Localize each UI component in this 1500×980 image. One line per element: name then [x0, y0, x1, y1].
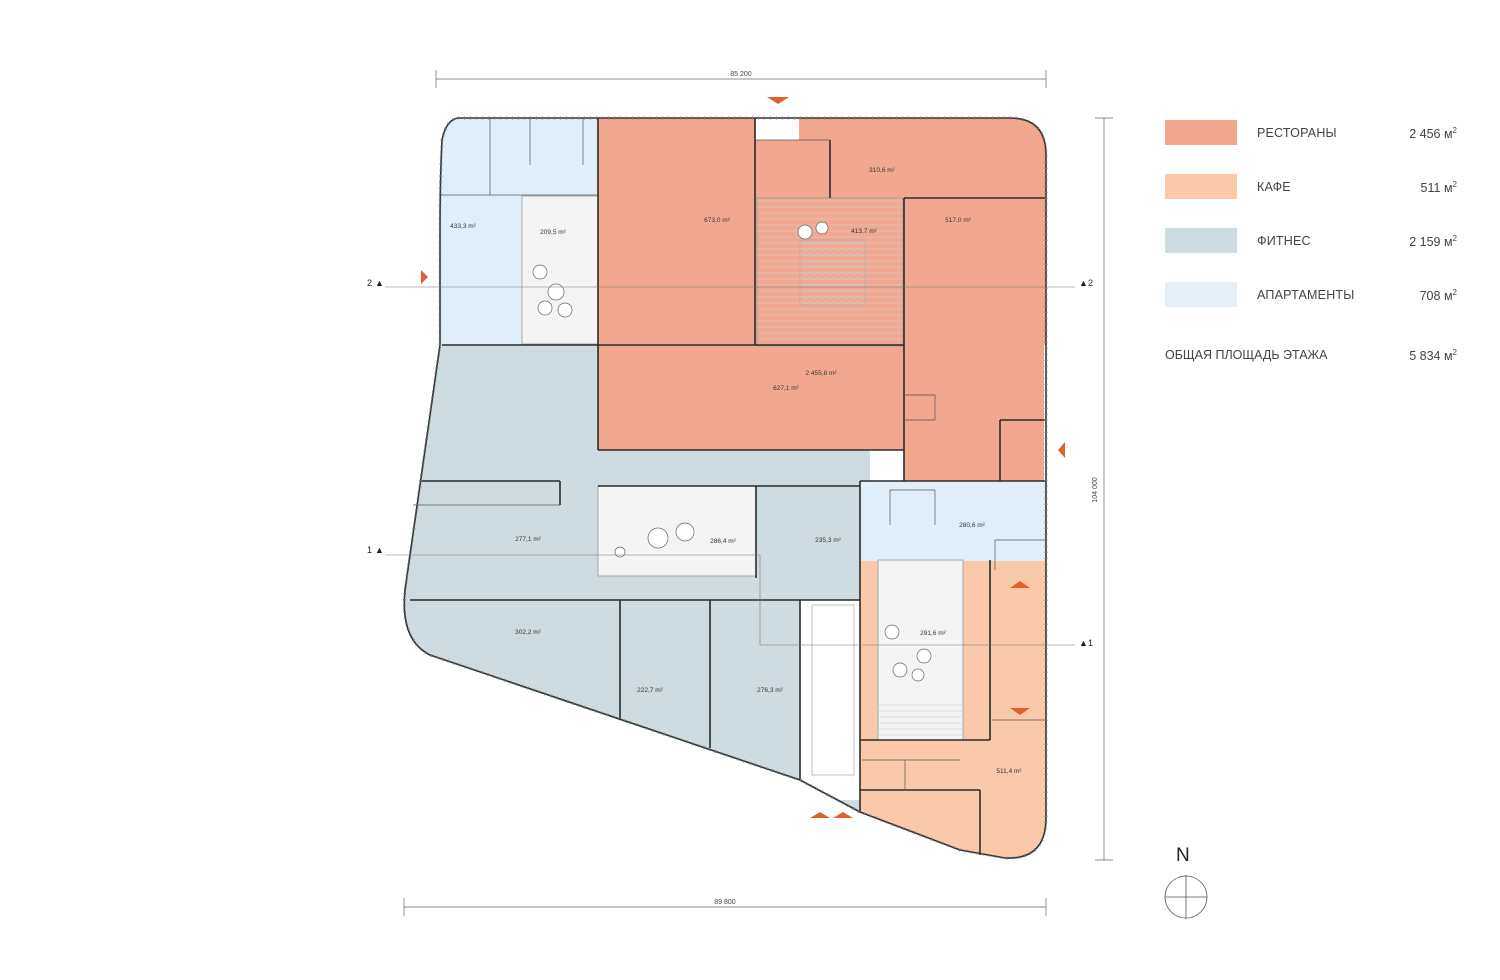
- area-label: 413,7 m²: [851, 228, 877, 235]
- area-label: 277,1 m²: [515, 536, 541, 543]
- entrance-arrow-icon: [833, 812, 853, 818]
- area-label: 222,7 m²: [637, 687, 663, 694]
- partitions: [413, 118, 1046, 790]
- tree-icon: [815, 221, 829, 235]
- area-label: 276,3 m²: [757, 687, 783, 694]
- dim-top: 85 200: [730, 71, 752, 78]
- pool: [799, 239, 866, 306]
- area-label: 280,6 m²: [959, 522, 985, 529]
- section-1-right-marker: ▲: [1079, 638, 1088, 648]
- entrance-gap: [755, 118, 799, 140]
- legend-item-apartments: АПАРТАМЕНТЫ 708 м2: [1165, 280, 1465, 334]
- entrance-arrows: [421, 97, 1065, 818]
- tree-icon: [537, 300, 553, 316]
- courtyards: [521, 195, 964, 776]
- walls: [410, 118, 1046, 855]
- legend-value: 2 456 м2: [1409, 126, 1457, 142]
- legend-value: 708 м2: [1419, 288, 1457, 304]
- trees: [532, 221, 932, 682]
- area-label: 209,5 m²: [540, 229, 566, 236]
- tree-icon: [647, 527, 669, 549]
- legend-swatch: [1165, 174, 1237, 199]
- area-label: 673,0 m²: [704, 217, 730, 224]
- entrance-arrow-icon: [767, 97, 789, 104]
- section-2-left-marker: ▲: [375, 278, 384, 288]
- section-lines: [385, 286, 1075, 646]
- area-label: 291,6 m²: [920, 630, 946, 637]
- entrance-arrow-icon: [1058, 442, 1065, 458]
- zone-apartments-east: [860, 481, 1046, 561]
- tree-icon: [675, 522, 695, 542]
- zone-restaurant-east: [904, 345, 1044, 481]
- legend-label: КАФЕ: [1257, 180, 1291, 194]
- dim-right: 104 000: [1092, 477, 1099, 502]
- legend-item-cafe: КАФЕ 511 м2: [1165, 172, 1465, 226]
- area-label: 235,3 m²: [815, 537, 841, 544]
- tree-icon: [614, 546, 626, 558]
- section-1-left-marker: ▲: [375, 545, 384, 555]
- tree-icon: [892, 662, 908, 678]
- legend-value: 2 159 м2: [1409, 234, 1457, 250]
- legend-label: РЕСТОРАНЫ: [1257, 126, 1337, 140]
- tree-icon: [557, 302, 573, 318]
- legend-label: ФИТНЕС: [1257, 234, 1311, 248]
- section-2-left: 2: [367, 278, 372, 288]
- courtyard-291-deck: [878, 700, 963, 740]
- legend-swatch: [1165, 282, 1237, 307]
- legend-item-restaurants: РЕСТОРАНЫ 2 456 м2: [1165, 118, 1465, 172]
- section-1-left: 1: [367, 545, 372, 555]
- area-label: 627,1 m²: [773, 385, 799, 392]
- legend: РЕСТОРАНЫ 2 456 м2 КАФЕ 511 м2 ФИТНЕС 2 …: [1165, 118, 1465, 363]
- area-label: 433,3 m²: [450, 223, 476, 230]
- tree-icon: [532, 264, 548, 280]
- tree-icon: [797, 224, 813, 240]
- zone-restaurant-central: [598, 345, 904, 450]
- area-label: 286,4 m²: [710, 538, 736, 545]
- area-label: 310,6 m²: [869, 167, 895, 174]
- legend-total: ОБЩАЯ ПЛОЩАДЬ ЭТАЖА 5 834 м2: [1165, 348, 1465, 368]
- entrance-arrow-icon: [810, 812, 830, 818]
- legend-label: АПАРТАМЕНТЫ: [1257, 288, 1355, 302]
- section-2-right: 2: [1088, 278, 1093, 288]
- area-label: 2 455,8 m²: [805, 370, 837, 377]
- legend-value: 511 м2: [1420, 180, 1457, 196]
- compass-icon: [1164, 875, 1208, 919]
- area-label: 302,2 m²: [515, 629, 541, 636]
- entrance-arrow-icon: [421, 270, 428, 284]
- north-label: N: [1176, 845, 1190, 866]
- north-arrow: N: [1160, 845, 1210, 920]
- total-value: 5 834 м2: [1409, 348, 1457, 364]
- facade-mullions: [402, 116, 1048, 860]
- tree-icon: [911, 668, 925, 682]
- passage-inner: [811, 604, 855, 776]
- entrance-arrow-icon: [1010, 708, 1030, 715]
- section-2-right-marker: ▲: [1079, 278, 1088, 288]
- entrance-arrow-icon: [1010, 581, 1030, 588]
- section-1-right: 1: [1088, 638, 1093, 648]
- legend-item-fitness: ФИТНЕС 2 159 м2: [1165, 226, 1465, 280]
- area-label: 517,0 m²: [945, 217, 971, 224]
- legend-swatch: [1165, 228, 1237, 253]
- total-label: ОБЩАЯ ПЛОЩАДЬ ЭТАЖА: [1165, 348, 1328, 362]
- tree-icon: [884, 624, 900, 640]
- tree-icon: [547, 283, 565, 301]
- dimension-lines: [403, 70, 1113, 916]
- zone-passage: [800, 600, 860, 800]
- legend-swatch: [1165, 120, 1237, 145]
- dim-bottom: 89 800: [714, 899, 736, 906]
- area-label: 511,4 m²: [996, 768, 1022, 775]
- tree-icon: [916, 648, 932, 664]
